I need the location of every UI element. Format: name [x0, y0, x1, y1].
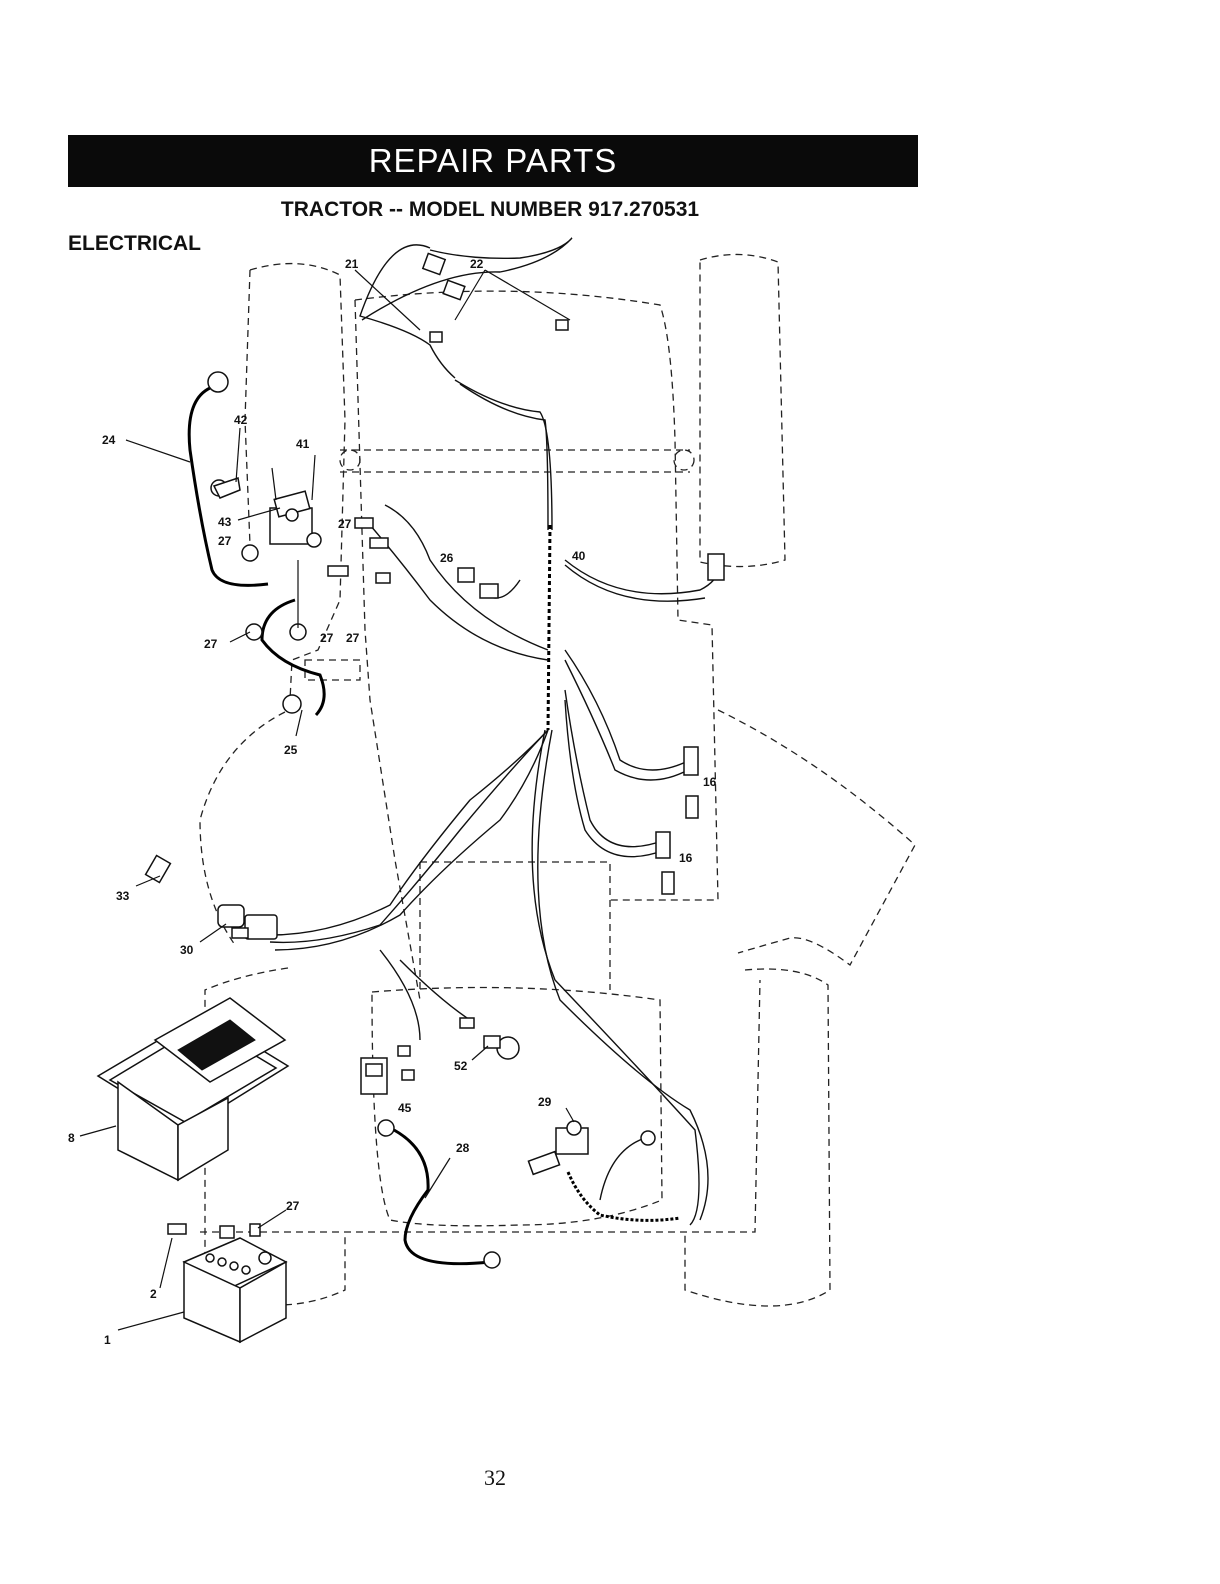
- seat-switch: [527, 1120, 681, 1222]
- wire-loom: [269, 504, 725, 1226]
- callout-40: 40: [572, 549, 586, 563]
- callout-30: 30: [180, 943, 194, 957]
- callout-27-d: 27: [320, 631, 334, 645]
- hour-meter: [360, 1045, 415, 1095]
- callout-27-e: 27: [346, 631, 360, 645]
- callout-27-f: 27: [286, 1199, 300, 1213]
- callout-leaders: [79, 269, 575, 1331]
- callout-29: 29: [538, 1095, 552, 1109]
- callout-2: 2: [150, 1287, 157, 1301]
- callout-41: 41: [296, 437, 310, 451]
- callout-52: 52: [454, 1059, 468, 1073]
- callout-22: 22: [470, 257, 484, 271]
- callout-1: 1: [104, 1333, 111, 1347]
- callout-16-a: 16: [703, 775, 717, 789]
- section-banner: REPAIR PARTS: [68, 135, 918, 187]
- callout-33: 33: [116, 889, 130, 903]
- model-subtitle: TRACTOR -- MODEL NUMBER 917.270531: [280, 198, 700, 221]
- callout-21: 21: [345, 257, 359, 271]
- callout-42: 42: [234, 413, 248, 427]
- solenoid-assembly: [187, 371, 391, 717]
- callout-labels: 21 22 24 42 41 43 27 27 27 27 27 26 40 2…: [68, 257, 717, 1347]
- lamp-bulb: [459, 1017, 520, 1060]
- callout-16-b: 16: [679, 851, 693, 865]
- page-number: 32: [484, 1465, 506, 1490]
- headlight-harness: [359, 237, 573, 531]
- callout-45: 45: [398, 1101, 412, 1115]
- callout-43: 43: [218, 515, 232, 529]
- ignition-switch: [144, 854, 278, 940]
- callout-25: 25: [284, 743, 298, 757]
- ground-cable: [377, 1119, 501, 1269]
- callout-24: 24: [102, 433, 116, 447]
- section-heading: ELECTRICAL: [68, 232, 201, 255]
- callout-28: 28: [456, 1141, 470, 1155]
- battery: [167, 1223, 288, 1344]
- callout-27-b: 27: [338, 517, 352, 531]
- battery-box: [96, 997, 290, 1182]
- callout-26: 26: [440, 551, 454, 565]
- callout-27-c: 27: [204, 637, 218, 651]
- callout-27-a: 27: [218, 534, 232, 548]
- callout-8: 8: [68, 1131, 75, 1145]
